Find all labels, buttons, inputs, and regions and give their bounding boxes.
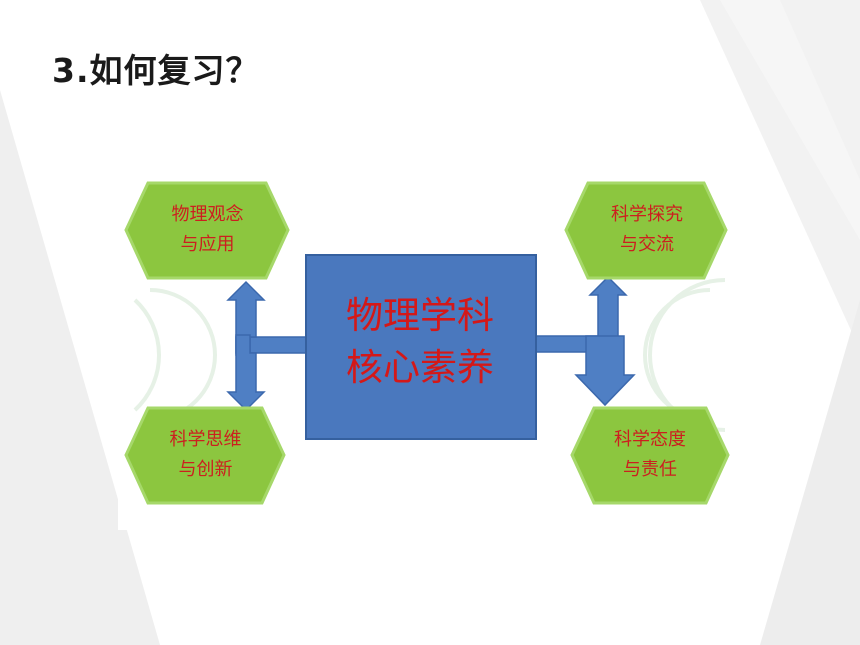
node-bottom-left-line1: 科学思维 bbox=[169, 429, 242, 450]
right-connector-arrow bbox=[521, 275, 636, 407]
node-bottom-left: 科学思维 与创新 bbox=[138, 425, 273, 485]
node-top-right: 科学探究 与交流 bbox=[578, 200, 716, 260]
core-label-line1: 物理学科 bbox=[346, 294, 494, 337]
node-top-left: 物理观念 与应用 bbox=[140, 200, 275, 260]
node-top-right-line1: 科学探究 bbox=[611, 204, 683, 225]
hexagon-bottom-right bbox=[570, 406, 730, 505]
background-shape-right-light bbox=[720, 0, 860, 240]
node-bottom-left-line2: 与创新 bbox=[178, 459, 233, 480]
core-label: 物理学科 核心素养 bbox=[302, 290, 538, 394]
hexagon-top-right bbox=[564, 181, 728, 280]
slide-title: 3.如何复习？ bbox=[52, 51, 260, 90]
core-label-line2: 核心素养 bbox=[346, 346, 494, 389]
hexagon-bottom-left bbox=[124, 406, 286, 505]
node-bottom-right: 科学态度 与责任 bbox=[582, 425, 718, 485]
background-shape-right-top bbox=[700, 0, 860, 350]
background-shape-right bbox=[760, 300, 860, 645]
node-top-left-line2: 与应用 bbox=[180, 234, 235, 255]
node-top-right-line2: 与交流 bbox=[620, 234, 674, 255]
hexagon-top-left bbox=[124, 181, 290, 280]
node-bottom-right-line1: 科学态度 bbox=[614, 429, 686, 450]
node-bottom-right-line2: 与责任 bbox=[623, 459, 677, 480]
node-top-left-line1: 物理观念 bbox=[171, 204, 244, 225]
core-box bbox=[305, 254, 537, 440]
